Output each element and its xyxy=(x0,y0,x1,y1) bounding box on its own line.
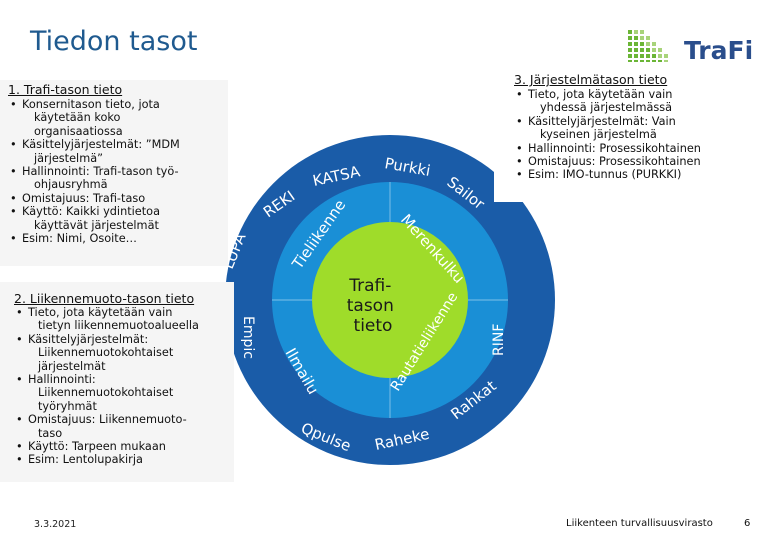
center-label-line: Trafi- xyxy=(348,276,391,296)
list-item: Käyttö: Tarpeen mukaan xyxy=(14,440,232,454)
system-level-heading: 3. Järjestelmätason tieto xyxy=(514,72,668,87)
center-label-line: tason xyxy=(347,296,394,316)
list-item: Esim: Lentolupakirja xyxy=(14,453,232,467)
footer-organization: Liikenteen turvallisuusvirasto xyxy=(566,518,713,529)
list-item: Esim: IMO-tunnus (PURKKI) xyxy=(514,168,744,182)
center-circle xyxy=(312,222,468,378)
transport-mode-level-heading: 2. Liikennemuoto-tason tieto xyxy=(14,291,195,306)
list-item: Hallinnointi: Prosessikohtainen xyxy=(514,142,744,156)
trafi-logo-text: TraFi xyxy=(684,36,754,65)
trafi-level-panel: 1. Trafi-tason tieto Konsernitason tieto… xyxy=(0,80,228,266)
list-item: Hallinnointi:Liikennemuotokohtaisettyöry… xyxy=(14,373,232,413)
list-item: Omistajuus: Trafi-taso xyxy=(8,192,224,206)
list-item: Käsittelyjärjestelmät:Liikennemuotokohta… xyxy=(14,333,232,373)
page-title: Tiedon tasot xyxy=(30,26,198,57)
trafi-level-heading: 1. Trafi-tason tieto xyxy=(8,82,123,97)
list-item: Esim: Nimi, Osoite… xyxy=(8,232,224,246)
list-item: Hallinnointi: Trafi-tason työ-ohjausryhm… xyxy=(8,165,224,192)
center-label: Trafi- tason tieto xyxy=(347,276,400,336)
footer-date: 3.3.2021 xyxy=(34,519,77,530)
list-item: Omistajuus: Liikennemuoto-taso xyxy=(14,413,232,440)
footer-page-number: 6 xyxy=(744,518,751,529)
center-label-line: tieto xyxy=(354,316,393,336)
outer-label-rinf: RINF xyxy=(491,324,507,356)
system-level-panel: 3. Järjestelmätason tieto Tieto, jota kä… xyxy=(494,62,744,202)
outer-label-empic: Empic xyxy=(240,316,256,359)
list-item: Omistajuus: Prosessikohtainen xyxy=(514,155,744,169)
transport-mode-level-panel: 2. Liikennemuoto-tason tieto Tieto, jota… xyxy=(0,282,234,482)
